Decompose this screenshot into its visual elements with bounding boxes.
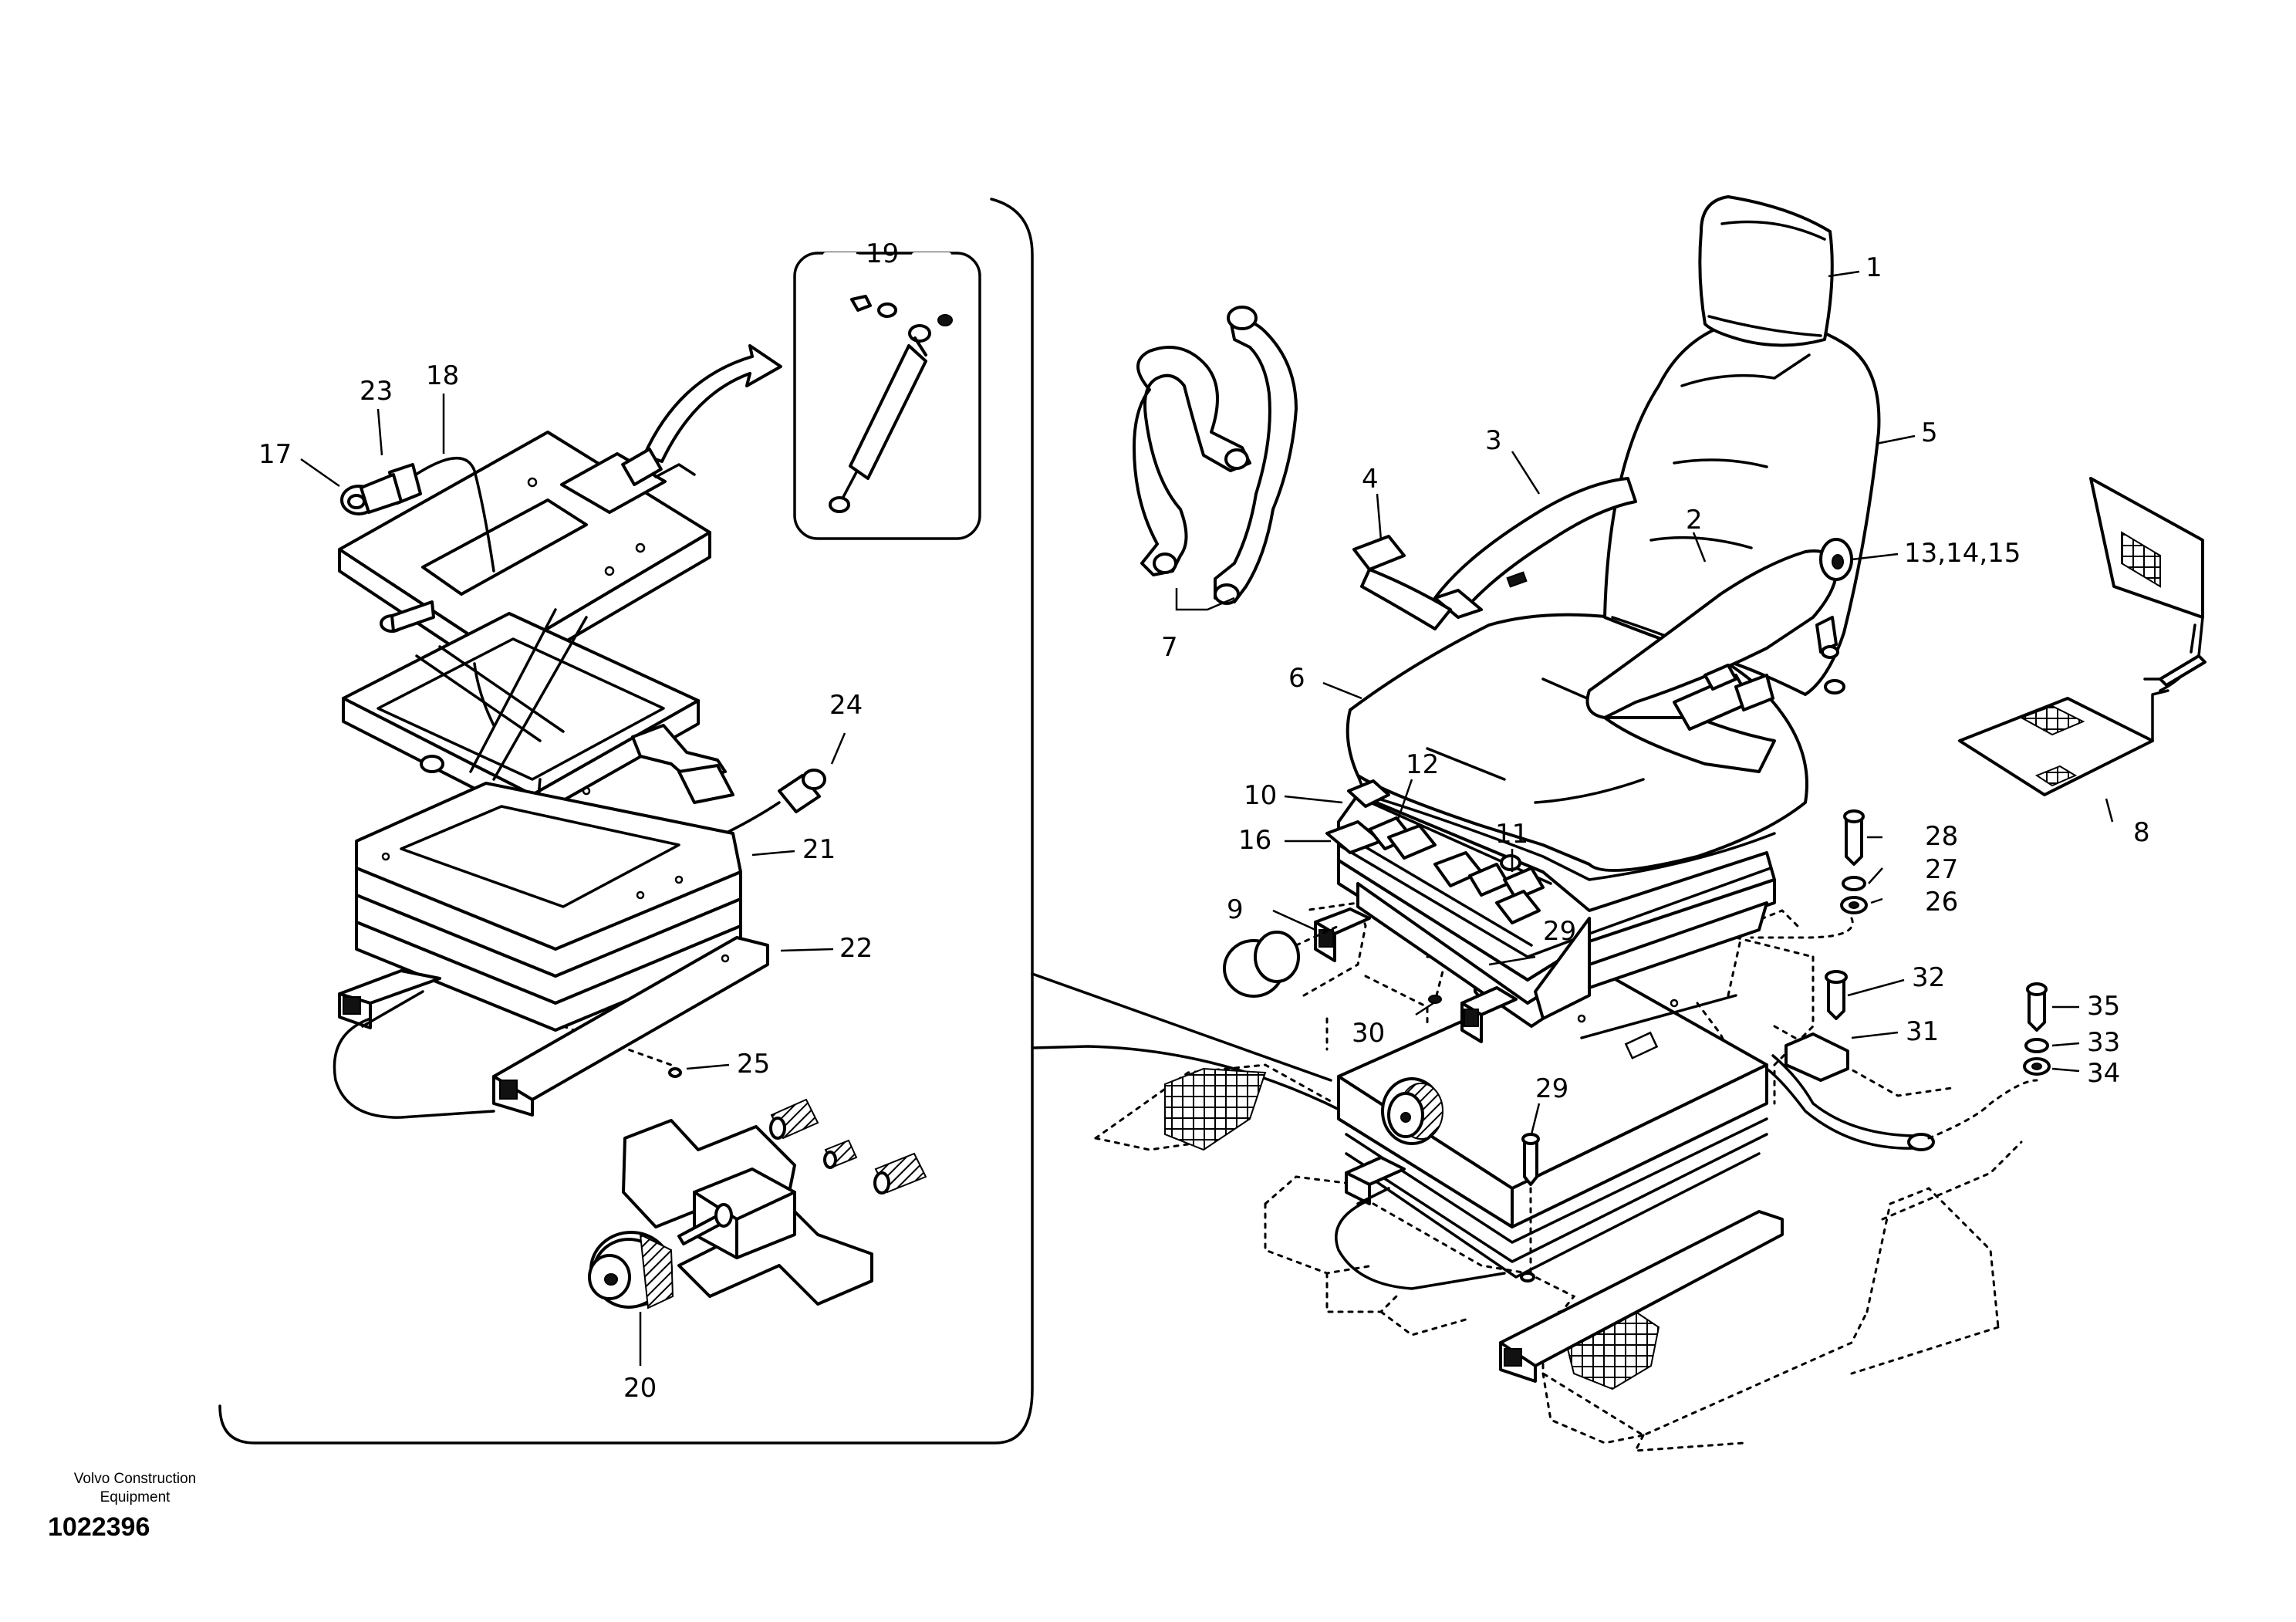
callout-3: 3 [1485, 425, 1502, 456]
seat-slide-base [1335, 963, 1784, 1383]
callout-32: 32 [1912, 962, 1945, 993]
scissor-frame [342, 608, 700, 819]
callout-9: 9 [1227, 894, 1244, 925]
callout-12: 12 [1406, 749, 1439, 780]
bracket-and-connector [538, 724, 826, 861]
callout-11: 11 [1495, 819, 1528, 850]
bolt-stack-26-28 [1840, 809, 1868, 914]
callout-16: 16 [1238, 825, 1271, 856]
callout-23: 23 [360, 376, 393, 407]
callout-27: 27 [1925, 854, 1958, 885]
callout-6: 6 [1288, 663, 1305, 694]
gas-spring-inset [793, 252, 981, 540]
callout-20: 20 [623, 1373, 657, 1404]
callout-19: 19 [866, 238, 899, 269]
callout-22: 22 [839, 933, 873, 964]
springs [769, 1098, 927, 1195]
ground-straps [1133, 306, 1298, 605]
callout-7: 7 [1161, 632, 1178, 663]
company-name: Volvo Construction Equipment [73, 1471, 197, 1505]
curved-arrow [643, 344, 782, 463]
callout-17: 17 [258, 439, 292, 470]
callout-13-14-15: 13,14,15 [1904, 538, 2021, 569]
bellows [355, 782, 742, 1066]
callout-28: 28 [1925, 821, 1958, 852]
seat-heater-mats [1958, 477, 2207, 796]
callout-labels: 1 2 3 4 5 6 7 8 9 10 11 12 13,14,15 16 1… [258, 238, 2150, 1404]
callout-35: 35 [2087, 991, 2120, 1022]
callout-30: 30 [1352, 1018, 1385, 1049]
base-frame-rails [333, 936, 769, 1119]
callout-18: 18 [426, 360, 459, 391]
leader-lines [300, 252, 2114, 1366]
callout-1: 1 [1866, 252, 1882, 283]
callout-24: 24 [829, 690, 863, 721]
bolt-32 [1825, 970, 1848, 1020]
bolt-stack-33-35 [2023, 982, 2051, 1076]
adjustment-knob-assembly [588, 1119, 873, 1309]
callout-29a: 29 [1543, 916, 1576, 947]
callout-21: 21 [802, 834, 836, 865]
callout-31: 31 [1906, 1016, 1939, 1047]
callout-2: 2 [1686, 505, 1703, 536]
callout-10: 10 [1244, 780, 1277, 811]
drawing-number: 1022396 [48, 1512, 150, 1542]
callout-8: 8 [2133, 817, 2150, 848]
callout-29b: 29 [1535, 1073, 1568, 1104]
detail-panel-frame [218, 198, 1344, 1445]
callout-34: 34 [2087, 1058, 2120, 1089]
callout-5: 5 [1921, 417, 1938, 448]
seat-assembly [1223, 195, 1881, 1043]
callout-4: 4 [1362, 464, 1379, 495]
callout-26: 26 [1925, 887, 1958, 917]
ground-strap [1750, 917, 2038, 1151]
callout-25: 25 [737, 1049, 770, 1080]
callout-33: 33 [2087, 1027, 2120, 1058]
